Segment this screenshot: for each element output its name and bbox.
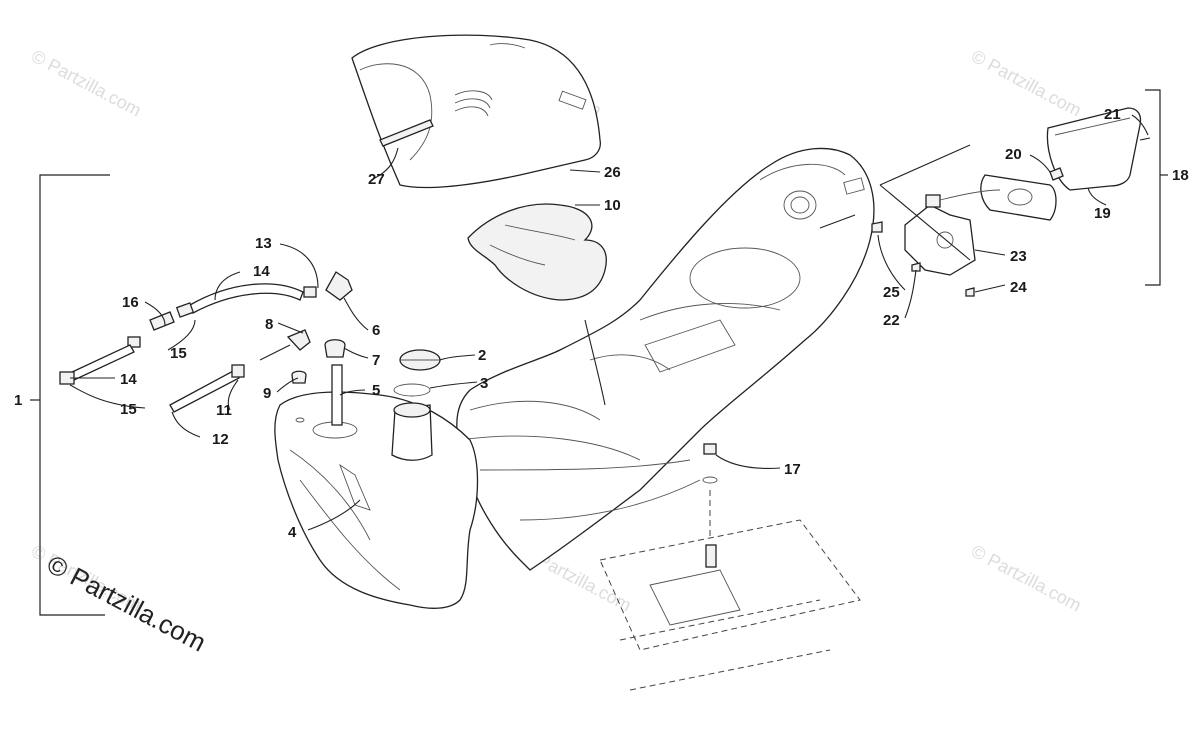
callout-19[interactable]: 19 [1094, 205, 1111, 222]
callout-16[interactable]: 16 [122, 294, 139, 311]
callout-3[interactable]: 3 [480, 375, 488, 392]
leader-lines [69, 114, 1149, 531]
callout-15b[interactable]: 15 [120, 401, 137, 418]
callout-18[interactable]: 18 [1172, 167, 1189, 184]
callout-7[interactable]: 7 [372, 352, 380, 369]
callout-5[interactable]: 5 [372, 382, 380, 399]
callout-6[interactable]: 6 [372, 322, 380, 339]
fuel-line-part[interactable] [59, 283, 317, 413]
callout-8[interactable]: 8 [265, 316, 273, 333]
taillight-assembly-part[interactable] [871, 107, 1151, 297]
callout-15a[interactable]: 15 [170, 345, 187, 362]
callout-27[interactable]: 27 [368, 171, 385, 188]
group-bracket-right [1145, 89, 1161, 286]
callout-13[interactable]: 13 [255, 235, 272, 252]
watermark-tile: © Partzilla.com [968, 46, 1084, 121]
callout-10[interactable]: 10 [604, 197, 621, 214]
callout-4[interactable]: 4 [288, 524, 297, 541]
callout-labels: 1 2 3 4 5 6 7 8 9 10 11 12 13 14 14 15 1… [14, 106, 1189, 541]
callout-14b[interactable]: 14 [120, 371, 137, 388]
callout-24[interactable]: 24 [1010, 279, 1027, 296]
chassis-ghost [599, 490, 861, 691]
callout-12[interactable]: 12 [212, 431, 229, 448]
callout-17[interactable]: 17 [784, 461, 801, 478]
callout-25[interactable]: 25 [883, 284, 900, 301]
callout-21[interactable]: 21 [1104, 106, 1121, 123]
callout-9[interactable]: 9 [263, 385, 271, 402]
callout-11[interactable]: 11 [216, 402, 232, 419]
callout-23[interactable]: 23 [1010, 248, 1027, 265]
filler-neck-part[interactable] [391, 349, 441, 461]
strap-part[interactable] [379, 119, 434, 147]
pickup-assembly-part[interactable] [291, 271, 353, 426]
seat-foam-part[interactable] [467, 203, 607, 301]
copyright-label: © Partzilla.com [42, 549, 211, 658]
callout-20[interactable]: 20 [1005, 146, 1022, 163]
callout-14a[interactable]: 14 [253, 263, 270, 280]
watermark-tile: © Partzilla.com [28, 46, 144, 121]
callout-26[interactable]: 26 [604, 164, 621, 181]
drain-plug-part[interactable] [702, 443, 718, 484]
watermark-tile: © Partzilla.com [968, 541, 1084, 616]
callout-1[interactable]: 1 [14, 392, 22, 409]
callout-2[interactable]: 2 [478, 347, 486, 364]
callout-22[interactable]: 22 [883, 312, 900, 329]
fuel-tank-part[interactable] [274, 391, 479, 609]
group-bracket-left [39, 174, 110, 616]
seat-body-part[interactable] [456, 147, 875, 571]
seat-cover-part[interactable] [351, 34, 601, 189]
